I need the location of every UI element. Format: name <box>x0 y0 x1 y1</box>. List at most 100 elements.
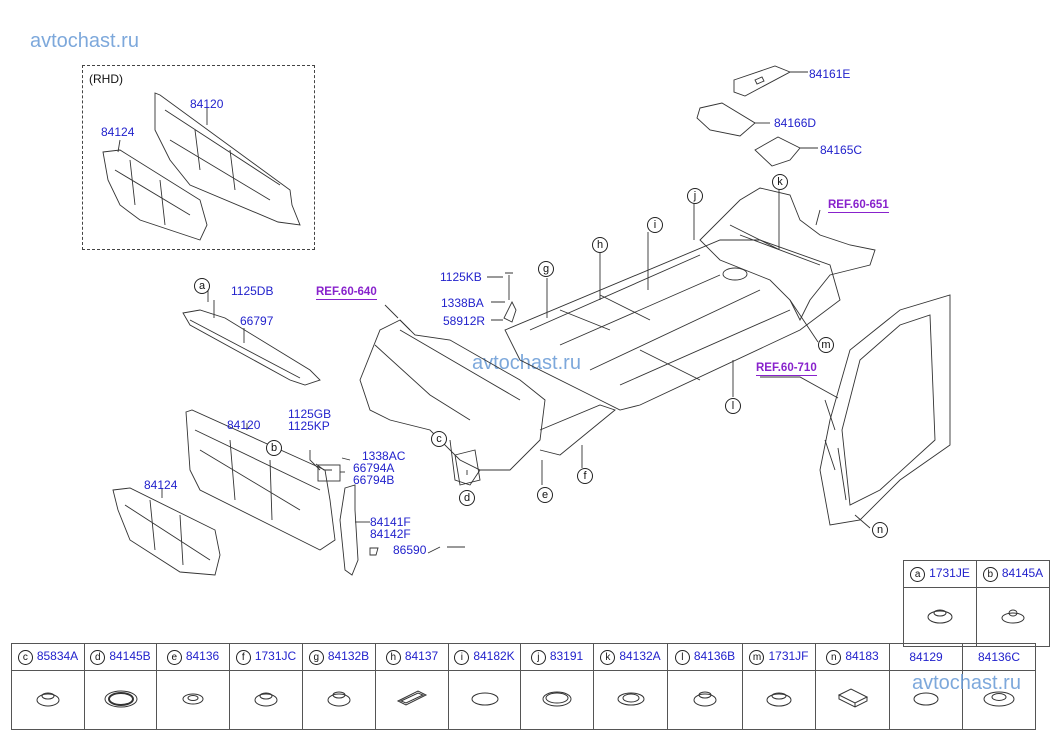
legend-header-84129[interactable]: 84129 <box>889 643 963 671</box>
legend-header-84136C[interactable]: 84136C <box>962 643 1036 671</box>
callout-a[interactable]: a <box>194 278 210 294</box>
callout-k[interactable]: k <box>772 174 788 190</box>
callout-j[interactable]: j <box>687 188 703 204</box>
callout-b[interactable]: b <box>266 440 282 456</box>
part-label-1338AC[interactable]: 1338AC <box>362 449 406 463</box>
legend-image-b <box>976 587 1050 647</box>
reference-60-710[interactable]: REF.60-710 <box>756 362 817 376</box>
legend-image-k <box>593 670 668 730</box>
rhd-dash-insulator <box>102 149 208 241</box>
callout-c[interactable]: c <box>431 431 447 447</box>
part-label-1125KB[interactable]: 1125KB <box>440 270 482 284</box>
part-label-84141F[interactable]: 84141F <box>370 515 411 529</box>
part-label-84142F[interactable]: 84142F <box>370 527 411 541</box>
callout-i[interactable]: i <box>647 217 663 233</box>
cowl-panel-66797 <box>182 309 321 386</box>
part-label-58912R[interactable]: 58912R <box>443 314 486 328</box>
rear-floor <box>699 187 876 322</box>
legend-image-c <box>11 670 85 730</box>
part-label-84124[interactable]: 84124 <box>144 478 178 492</box>
rhd-label-84124[interactable]: 84124 <box>101 125 135 139</box>
part-label-66794B[interactable]: 66794B <box>353 473 395 487</box>
legend-part: 84136 <box>185 649 220 664</box>
legend-part: 83191 <box>549 649 584 664</box>
legend-part: 84129 <box>909 650 943 664</box>
part-label-84166D[interactable]: 84166D <box>774 116 817 130</box>
callout-n[interactable]: n <box>872 522 888 538</box>
side-outer-panel <box>819 294 951 526</box>
part-label-1338BA[interactable]: 1338BA <box>441 296 484 310</box>
center-floor-pan <box>504 239 841 411</box>
callout-d[interactable]: d <box>459 490 475 506</box>
legend-part: 84183 <box>845 649 879 664</box>
part-label-1125GB[interactable]: 1125GB <box>288 407 332 421</box>
part-label-1125DB[interactable]: 1125DB <box>231 284 274 298</box>
legend-letter: n <box>826 649 842 665</box>
grommet-icon <box>182 693 204 704</box>
plug-icon <box>617 692 644 705</box>
rhd-title: (RHD) <box>89 72 123 86</box>
legend-part: 84132B <box>327 649 370 664</box>
part-label-66797[interactable]: 66797 <box>240 314 274 328</box>
part-label-84165C[interactable]: 84165C <box>820 143 863 157</box>
part-label-84120[interactable]: 84120 <box>227 418 261 432</box>
part-label-1125KP[interactable]: 1125KP <box>288 419 330 433</box>
legend-letter: d <box>90 649 106 665</box>
legend-part: 1731JF <box>768 649 809 664</box>
legend-letter: i <box>454 649 470 665</box>
callout-g[interactable]: g <box>538 261 554 277</box>
legend-letter: j <box>530 649 546 665</box>
part-label-86590[interactable]: 86590 <box>393 543 427 557</box>
reference-60-651[interactable]: REF.60-651 <box>828 199 889 213</box>
front-side-member <box>359 319 546 471</box>
legend-letter: m <box>749 649 765 665</box>
clip-grommet-icon <box>1001 609 1025 623</box>
watermark-top-left: avtochast.ru <box>30 30 139 52</box>
legend-letter: g <box>308 649 324 665</box>
callout-e[interactable]: e <box>537 487 553 503</box>
part-label-66794A[interactable]: 66794A <box>353 461 395 475</box>
legend-letter: l <box>674 649 690 665</box>
legend-image-g <box>302 670 376 730</box>
callout-h[interactable]: h <box>592 237 608 253</box>
callout-l[interactable]: l <box>725 398 741 414</box>
callout-f[interactable]: f <box>577 468 593 484</box>
reference-60-640[interactable]: REF.60-640 <box>316 286 377 300</box>
legend-part: 84136C <box>977 650 1021 664</box>
legend-letter: c <box>17 649 33 665</box>
legend-part: 84136B <box>693 649 736 664</box>
legend-letter: h <box>385 649 401 665</box>
grommet-icon <box>927 609 953 623</box>
legend-part: 84137 <box>404 649 439 664</box>
legend-image-j <box>520 670 594 730</box>
callout-m[interactable]: m <box>818 337 834 353</box>
grommet-icon <box>693 691 717 706</box>
legend-letter: e <box>166 649 182 665</box>
legend-part: 1731JE <box>929 566 970 581</box>
mat-84165C <box>754 136 801 167</box>
pad-icon <box>837 687 868 708</box>
ring-plug-icon <box>542 691 572 706</box>
rhd-label-84120[interactable]: 84120 <box>190 97 224 111</box>
legend-image-84129 <box>889 670 963 730</box>
large-grommet-icon <box>104 690 137 707</box>
grommet-icon <box>36 692 60 706</box>
rhd-variant-box <box>82 65 315 250</box>
part-label-84161E[interactable]: 84161E <box>809 67 851 81</box>
flat-seal-icon <box>471 692 498 705</box>
